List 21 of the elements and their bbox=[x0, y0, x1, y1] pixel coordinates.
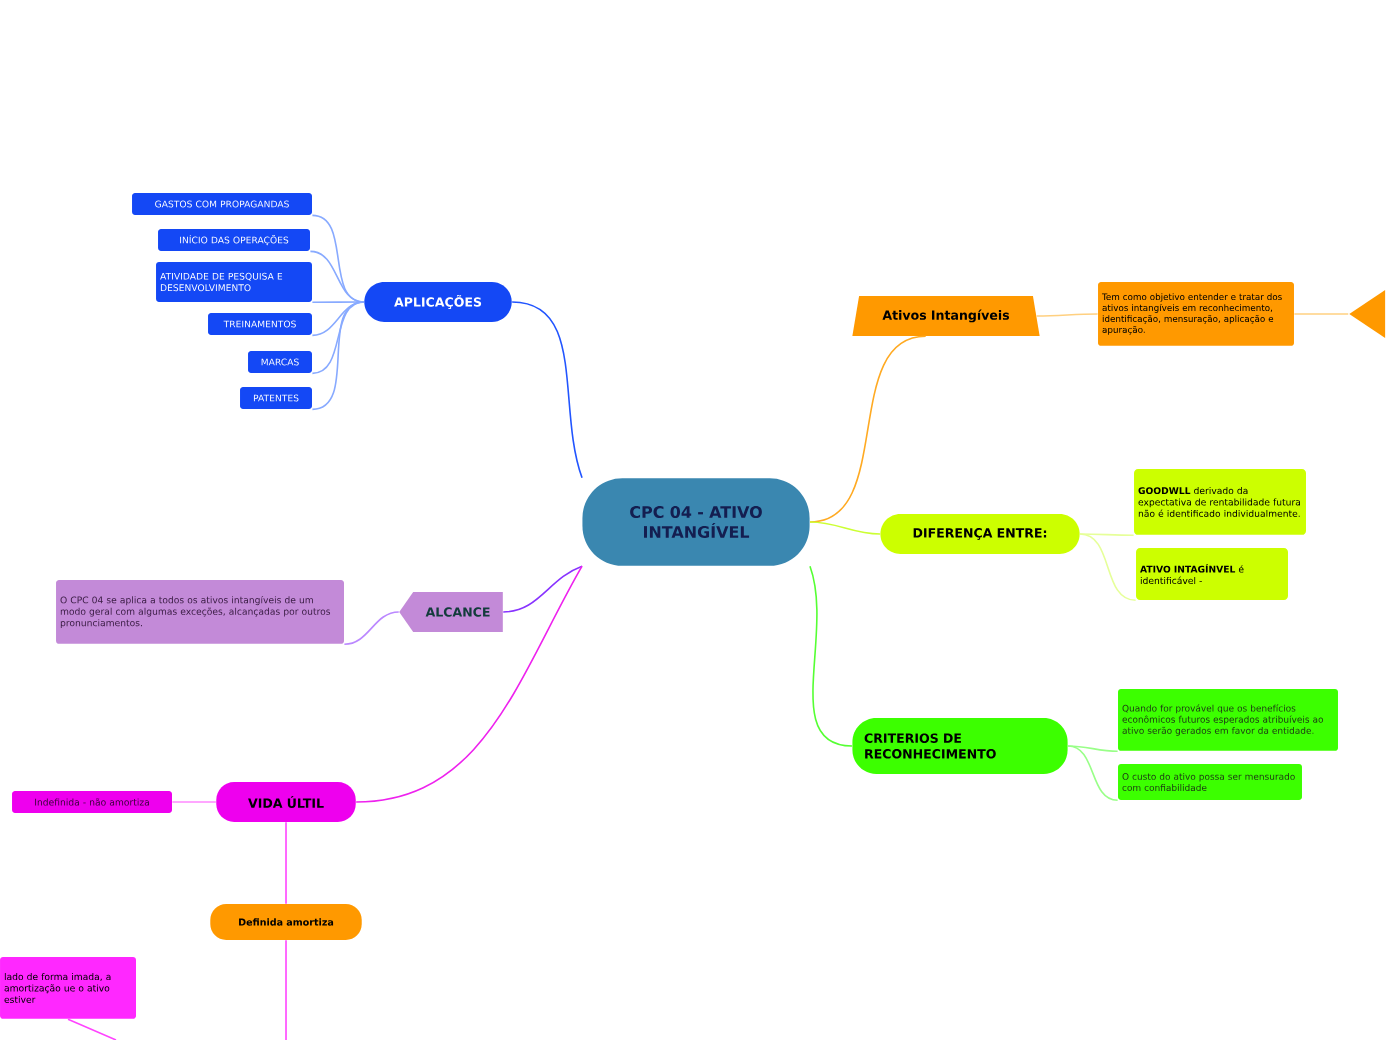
connector-line bbox=[1079, 533, 1135, 537]
connector-line bbox=[1293, 313, 1350, 315]
connector-line bbox=[355, 565, 583, 803]
connector-line bbox=[285, 939, 287, 1040]
connector-line bbox=[1067, 745, 1119, 802]
connector-line bbox=[1067, 745, 1119, 753]
connector-line bbox=[809, 521, 881, 535]
connector-line bbox=[343, 611, 400, 646]
connector-line bbox=[511, 301, 583, 479]
triangle-shape bbox=[1349, 290, 1386, 338]
connector-line bbox=[67, 1018, 117, 1040]
connector-line bbox=[171, 801, 217, 803]
connector-line bbox=[809, 565, 853, 747]
connector-line bbox=[311, 301, 365, 375]
connector-line bbox=[1035, 313, 1099, 317]
connector-line bbox=[311, 301, 365, 411]
connector-line bbox=[502, 565, 583, 613]
connector-line bbox=[1079, 533, 1137, 602]
connector-line bbox=[285, 821, 287, 905]
connector-line bbox=[309, 250, 365, 303]
connector-line bbox=[311, 301, 365, 304]
